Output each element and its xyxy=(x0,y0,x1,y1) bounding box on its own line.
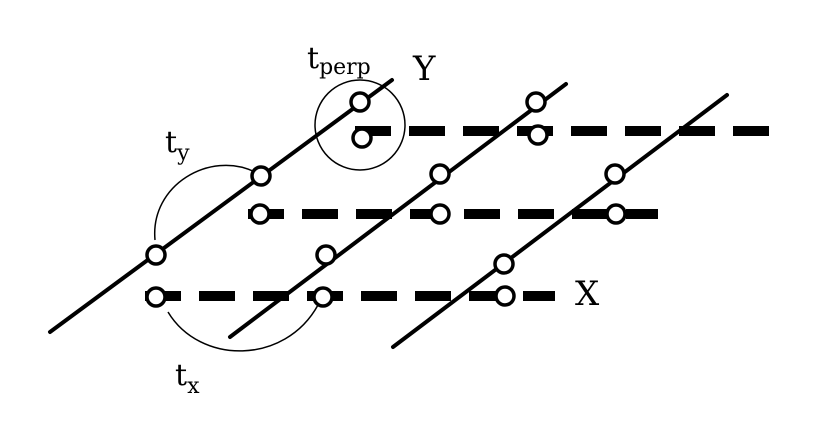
dashed-rows xyxy=(145,126,772,301)
site-c2-mid xyxy=(429,163,451,185)
t-perp-label: tperp xyxy=(307,41,371,80)
chain-sites xyxy=(145,91,626,275)
site-c1-mid xyxy=(250,165,272,187)
site-c3-top xyxy=(604,163,626,185)
site-r3-a xyxy=(145,286,167,308)
hopping-arcs xyxy=(154,79,406,352)
row-sites xyxy=(145,124,627,308)
site-c3-low xyxy=(493,253,515,275)
site-r2-b xyxy=(429,203,451,225)
t-y-base: t xyxy=(165,125,177,160)
site-r3-c xyxy=(494,285,516,307)
site-c1-low xyxy=(145,244,167,266)
t-perp-base: t xyxy=(307,41,319,76)
site-r2-c xyxy=(605,203,627,225)
ty-hop-arc xyxy=(154,164,256,241)
t-x-label: tx xyxy=(175,358,200,399)
perp-hop-circle xyxy=(314,79,406,171)
site-c2-top xyxy=(525,91,547,113)
site-r1-a xyxy=(351,127,373,149)
chain-line-3 xyxy=(391,93,729,349)
t-y-label: ty xyxy=(165,125,190,166)
site-c2-low xyxy=(315,244,337,266)
chain-line-1 xyxy=(48,78,394,334)
site-r1-b xyxy=(527,124,549,146)
t-y-sub: y xyxy=(176,141,190,166)
axis-x-label: X xyxy=(575,274,600,314)
tx-hop-arc xyxy=(167,304,319,352)
site-c1-top xyxy=(349,91,371,113)
t-perp-sub: perp xyxy=(319,55,371,80)
site-r3-b xyxy=(312,286,334,308)
axis-y-label: Y xyxy=(412,49,436,89)
t-x-base: t xyxy=(175,358,187,393)
t-x-sub: x xyxy=(187,374,200,399)
site-r2-a xyxy=(249,203,271,225)
